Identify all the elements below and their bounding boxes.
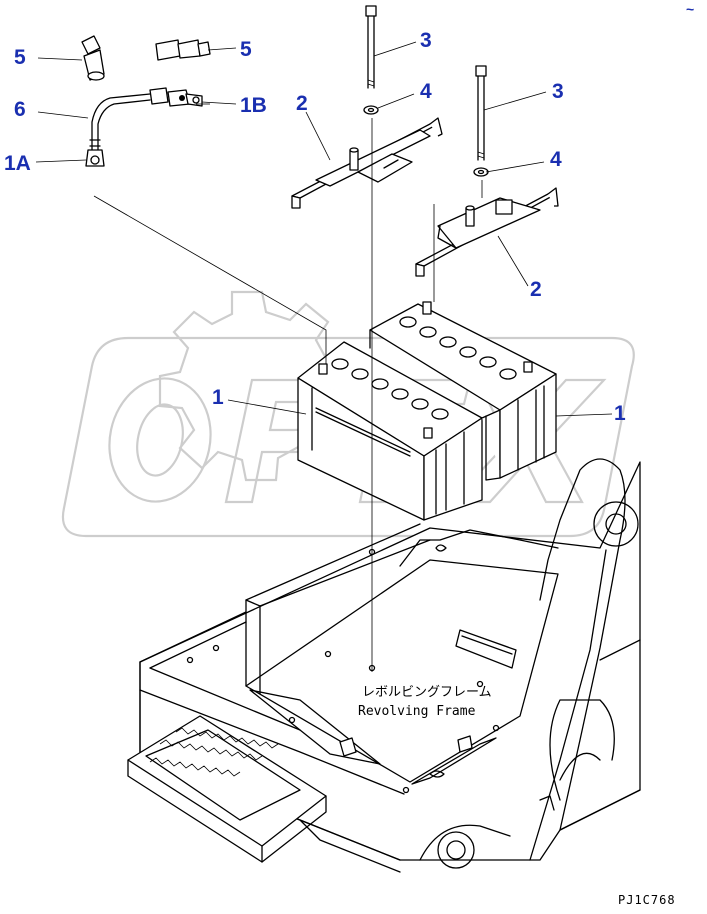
callout-bracket-left: 2 xyxy=(296,92,308,115)
callout-rod-right: 3 xyxy=(552,80,564,103)
callout-cable: 6 xyxy=(14,98,26,121)
callout-cap-right: 5 xyxy=(240,38,252,61)
cable xyxy=(85,87,203,167)
callout-washer-right: 4 xyxy=(550,148,562,171)
callouts: 5 5 6 1B 1A 3 4 3 4 2 2 1 1 xyxy=(4,29,626,425)
cap-right xyxy=(155,39,211,61)
washer-left xyxy=(363,105,379,115)
corner-mark: ~ xyxy=(686,1,694,17)
cap-left xyxy=(81,35,105,81)
bracket-left xyxy=(291,117,443,209)
battery-front-caps xyxy=(331,358,449,420)
battery-rear-caps xyxy=(399,316,517,380)
rod-left xyxy=(365,5,377,89)
assembly-lines xyxy=(93,103,483,672)
frame-label-english: Revolving Frame xyxy=(358,704,476,719)
bracket-right xyxy=(415,187,559,277)
cable-terminal-b xyxy=(167,89,203,107)
frame-label-japanese: レボルビングフレーム xyxy=(362,685,492,700)
callout-washer-left: 4 xyxy=(420,80,432,103)
callout-battery-front: 1 xyxy=(212,386,224,409)
callout-bracket-right: 2 xyxy=(530,278,542,301)
washer-right xyxy=(473,167,489,177)
drawing-code: PJ1C768 xyxy=(618,893,676,907)
cable-terminal-a xyxy=(85,139,105,167)
battery-rear xyxy=(369,301,557,481)
rod-right xyxy=(475,65,487,161)
callout-cable-terminal-a: 1A xyxy=(4,152,31,175)
callout-cap-left: 5 xyxy=(14,46,26,69)
battery-front xyxy=(297,341,483,521)
callout-cable-terminal-b: 1B xyxy=(240,94,267,117)
step xyxy=(127,715,327,863)
callout-battery-rear: 1 xyxy=(614,402,626,425)
leader-lines xyxy=(35,41,613,417)
callout-rod-left: 3 xyxy=(420,29,432,52)
